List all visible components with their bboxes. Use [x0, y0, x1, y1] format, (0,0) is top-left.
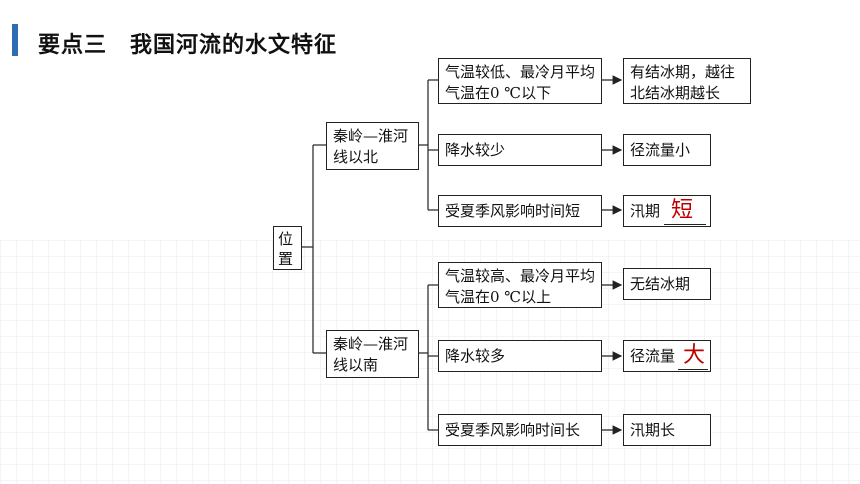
- effect-label: 汛期长: [630, 420, 676, 439]
- cause-south-temperature: 气温较高、最冷月平均气温在0 ℃以上: [438, 262, 602, 308]
- root-node: 位置: [273, 226, 302, 270]
- effect-north-freeze: 有结冰期，越往北结冰期越长: [623, 58, 751, 104]
- cause-north-precipitation: 降水较少: [438, 134, 602, 166]
- cause-label: 降水较多: [445, 346, 506, 365]
- effect-label: 无结冰期: [630, 274, 691, 293]
- effect-label: 径流量: [630, 346, 676, 365]
- cause-south-monsoon: 受夏季风影响时间长: [438, 414, 602, 446]
- page-title: 要点三 我国河流的水文特征: [38, 33, 338, 58]
- effect-south-runoff: 径流量: [623, 340, 711, 372]
- cause-label: 受夏季风影响时间长: [445, 420, 581, 439]
- effect-north-runoff: 径流量小: [623, 134, 711, 166]
- cause-north-temperature: 气温较低、最冷月平均气温在0 ℃以下: [438, 58, 602, 104]
- title-accent-bar: [12, 24, 18, 56]
- effect-south-flood: 汛期长: [623, 414, 711, 446]
- answer-south-runoff: 大: [683, 343, 706, 368]
- effect-label: 有结冰期，越往北结冰期越长: [630, 63, 736, 102]
- effect-north-flood: 汛期: [623, 195, 711, 227]
- blank-underline: [664, 224, 706, 225]
- branch-south-label: 秦岭—淮河线以南: [333, 335, 409, 374]
- blank-underline: [678, 369, 708, 370]
- cause-label: 气温较低、最冷月平均气温在0 ℃以下: [445, 63, 596, 102]
- cause-label: 降水较少: [445, 140, 506, 159]
- cause-label: 受夏季风影响时间短: [445, 201, 581, 220]
- background-grid: [0, 240, 860, 484]
- root-label: 位置: [278, 230, 294, 268]
- branch-north-label: 秦岭—淮河线以北: [333, 127, 409, 166]
- cause-north-monsoon: 受夏季风影响时间短: [438, 195, 602, 227]
- cause-south-precipitation: 降水较多: [438, 340, 602, 372]
- branch-north: 秦岭—淮河线以北: [326, 122, 419, 170]
- answer-north-flood: 短: [671, 198, 694, 223]
- effect-label: 汛期: [630, 201, 661, 220]
- branch-south: 秦岭—淮河线以南: [326, 330, 419, 378]
- effect-label: 径流量小: [630, 140, 691, 159]
- effect-south-freeze: 无结冰期: [623, 268, 711, 300]
- cause-label: 气温较高、最冷月平均气温在0 ℃以上: [445, 267, 596, 306]
